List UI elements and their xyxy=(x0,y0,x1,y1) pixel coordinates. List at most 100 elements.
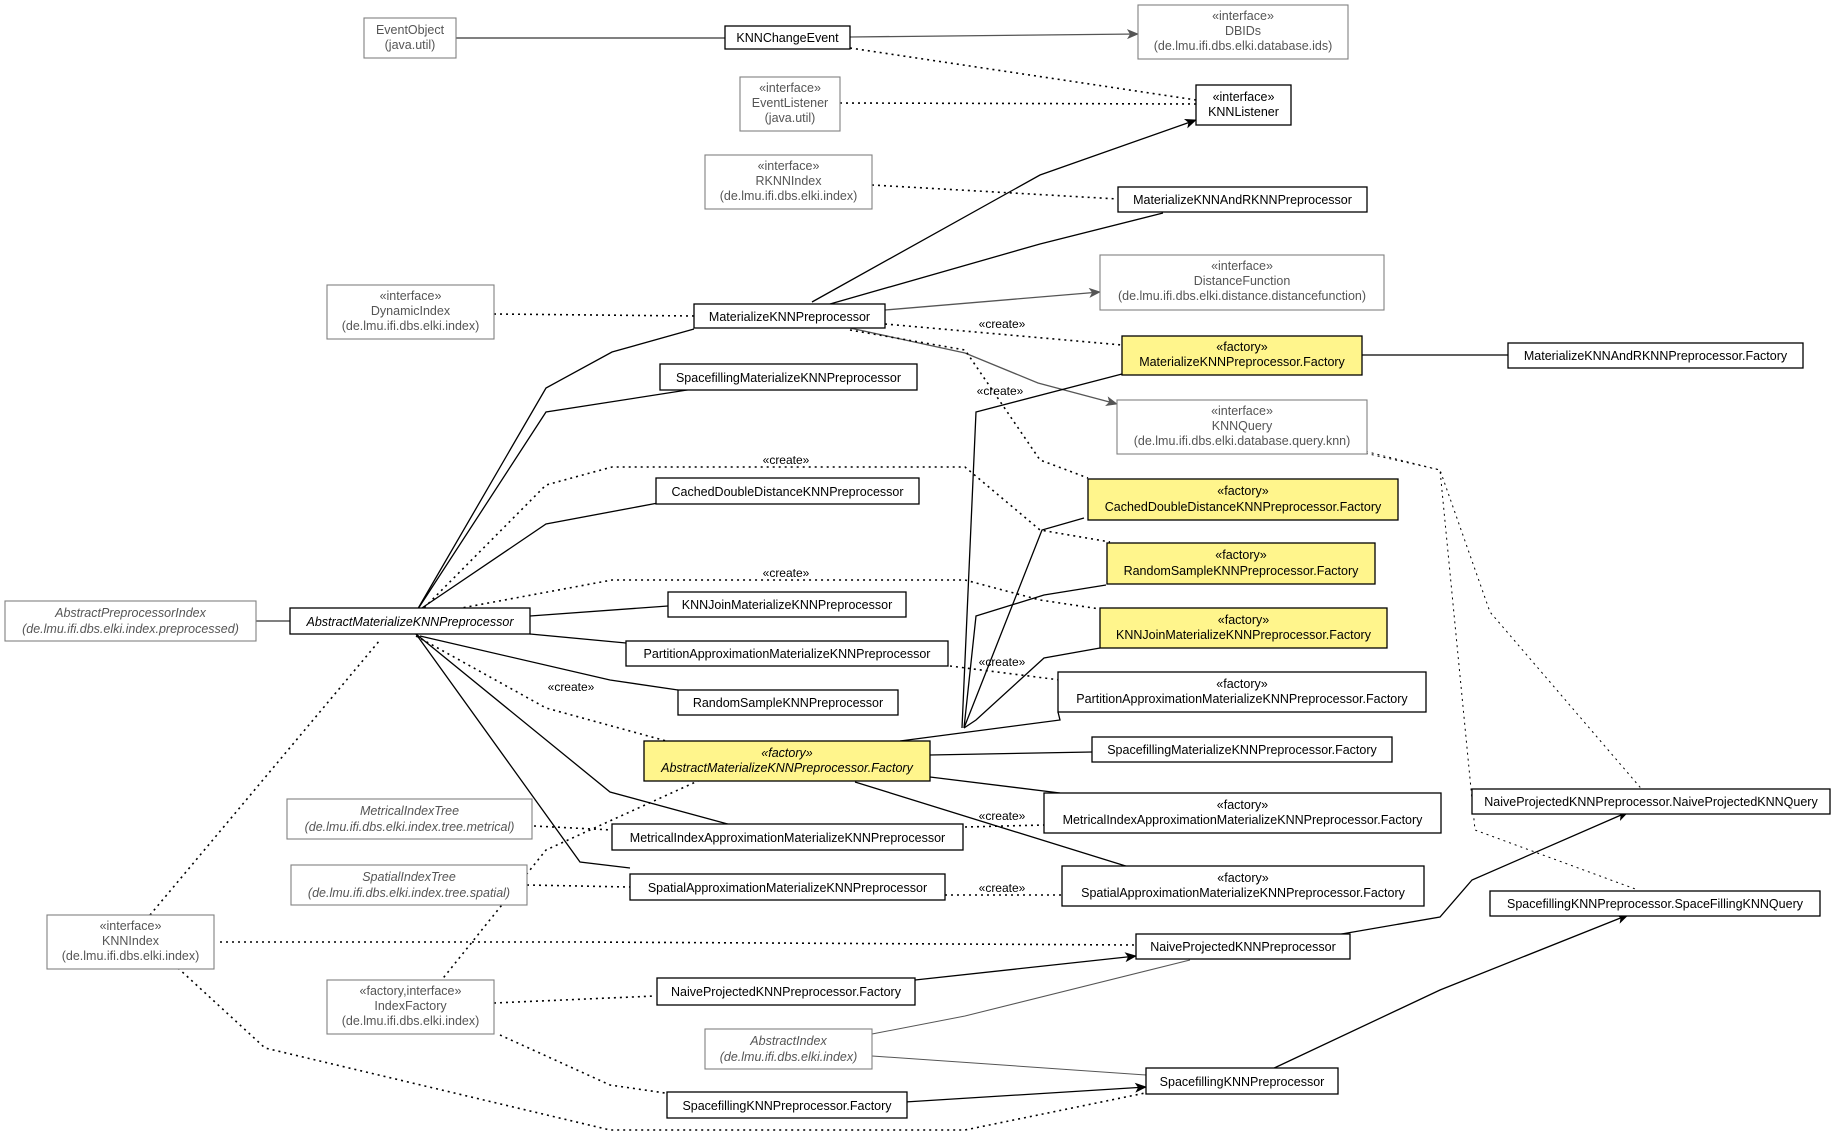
class-name: MaterializeKNNAndRKNNPreprocessor.Factor… xyxy=(1524,349,1788,363)
class-name: SpacefillingKNNPreprocessor.Factory xyxy=(682,1099,892,1113)
class-name: DynamicIndex xyxy=(371,304,451,318)
edge-indexfactory-naiveprojfactory xyxy=(493,995,656,1004)
edge-abstract-spatial xyxy=(415,633,631,869)
class-naiveprojectedknnpreprocessor-factory[interactable]: NaiveProjectedKNNPreprocessor.Factory xyxy=(656,977,916,1006)
edge-knnquery-naivequery xyxy=(1359,449,1646,794)
class-spacefillingmaterializeknnpreprocessor-factory[interactable]: SpacefillingMaterializeKNNPreprocessor.F… xyxy=(1091,736,1393,763)
class-name: CachedDoubleDistanceKNNPreprocessor.Fact… xyxy=(1105,500,1382,514)
class-name: MetricalIndexApproximationMaterializeKNN… xyxy=(1063,813,1424,827)
class-name: MetricalIndexTree xyxy=(360,804,459,818)
edge-materialize-cachedfactory xyxy=(849,329,1089,479)
factory-knnjoinmaterializeknnpreprocessor[interactable]: «factory» KNNJoinMaterializeKNNPreproces… xyxy=(1099,607,1388,649)
edge-abstractindex-spacefilling xyxy=(871,1055,1147,1076)
class-partitionapproximationmaterializeknnpreprocessor[interactable]: PartitionApproximationMaterializeKNNPrep… xyxy=(625,640,949,667)
edge-abstract-metrical xyxy=(415,633,736,827)
class-knnchangeevent[interactable]: KNNChangeEvent xyxy=(724,25,851,50)
factory-cacheddoubledistanceknnpreprocessor[interactable]: «factory» CachedDoubleDistanceKNNPreproc… xyxy=(1087,478,1399,521)
edge-labels: «create» «create» «create» «create» «cre… xyxy=(548,317,1026,895)
create-label: «create» xyxy=(979,655,1026,669)
interface-eventlistener[interactable]: «interface» EventListener (java.util) xyxy=(739,76,841,132)
create-label: «create» xyxy=(979,809,1026,823)
interface-knnindex[interactable]: «interface» KNNIndex (de.lmu.ifi.dbs.elk… xyxy=(46,914,215,970)
class-name: NaiveProjectedKNNPreprocessor.NaiveProje… xyxy=(1484,795,1818,809)
package-name: (de.lmu.ifi.dbs.elki.index) xyxy=(720,189,858,203)
class-name: DBIDs xyxy=(1225,24,1261,38)
stereotype: «interface» xyxy=(759,81,821,95)
edge-dynamicindex-materialize xyxy=(493,313,695,317)
stereotype: «interface» xyxy=(100,919,162,933)
class-materializeknnpreprocessor[interactable]: MaterializeKNNPreprocessor xyxy=(693,303,886,329)
package-name: (de.lmu.ifi.dbs.elki.database.query.knn) xyxy=(1134,434,1351,448)
class-name: KNNListener xyxy=(1208,105,1279,119)
class-name: MetricalIndexApproximationMaterializeKNN… xyxy=(630,831,945,845)
package-name: (de.lmu.ifi.dbs.elki.distance.distancefu… xyxy=(1118,289,1366,303)
edge-materialize-knnquery xyxy=(849,327,1118,407)
package-name: (de.lmu.ifi.dbs.elki.database.ids) xyxy=(1154,39,1333,53)
package-name: (de.lmu.ifi.dbs.elki.index) xyxy=(720,1050,858,1064)
interface-dynamicindex[interactable]: «interface» DynamicIndex (de.lmu.ifi.dbs… xyxy=(326,284,495,340)
class-spacefillingknnquery[interactable]: SpacefillingKNNPreprocessor.SpaceFilling… xyxy=(1489,890,1821,917)
class-spacefillingknnpreprocessor-factory[interactable]: SpacefillingKNNPreprocessor.Factory xyxy=(666,1091,908,1119)
stereotype: «factory» xyxy=(1217,871,1268,885)
interface-dbids[interactable]: «interface» DBIDs (de.lmu.ifi.dbs.elki.d… xyxy=(1137,4,1349,60)
stereotype: «factory» xyxy=(1216,340,1267,354)
class-metricalindexapproximationmaterializeknnpreprocessor-factory[interactable]: «factory» MetricalIndexApproximationMate… xyxy=(1043,792,1442,834)
factory-randomsampleknnpreprocessor[interactable]: «factory» RandomSampleKNNPreprocessor.Fa… xyxy=(1106,542,1376,585)
stereotype: «interface» xyxy=(1213,90,1275,104)
interface-rknnindex[interactable]: «interface» RKNNIndex (de.lmu.ifi.dbs.el… xyxy=(704,154,873,210)
class-knnjoinmaterializeknnpreprocessor[interactable]: KNNJoinMaterializeKNNPreprocessor xyxy=(667,591,907,618)
edge-abstract-cacheddouble xyxy=(415,502,659,613)
class-abstractmaterializeknnpreprocessor[interactable]: AbstractMaterializeKNNPreprocessor xyxy=(289,607,531,635)
interface-distancefunction[interactable]: «interface» DistanceFunction (de.lmu.ifi… xyxy=(1099,254,1385,311)
class-spacefillingmaterializeknnpreprocessor[interactable]: SpacefillingMaterializeKNNPreprocessor xyxy=(659,363,918,391)
edge-indexfactory-absfactory xyxy=(439,779,701,983)
class-materializeknnandrknnpreprocessor-factory[interactable]: MaterializeKNNAndRKNNPreprocessor.Factor… xyxy=(1507,342,1804,369)
class-abstractindex[interactable]: AbstractIndex (de.lmu.ifi.dbs.elki.index… xyxy=(704,1028,873,1070)
class-name: EventObject xyxy=(376,23,445,37)
class-name: AbstractMaterializeKNNPreprocessor xyxy=(305,615,514,629)
class-spatialapproximationmaterializeknnpreprocessor[interactable]: SpatialApproximationMaterializeKNNPrepro… xyxy=(629,873,946,901)
class-naiveprojectedknnpreprocessor[interactable]: NaiveProjectedKNNPreprocessor xyxy=(1135,933,1351,960)
edge-absfactory-randomfactory xyxy=(963,584,1107,729)
class-name: RandomSampleKNNPreprocessor.Factory xyxy=(1124,564,1360,578)
class-name: EventListener xyxy=(752,96,828,110)
stereotype: «factory» xyxy=(1217,798,1268,812)
edge-knnchangeevent-dbids xyxy=(849,29,1139,40)
edge-indexfactory-spacefillingfactory xyxy=(499,1034,666,1094)
class-metricalindextree[interactable]: MetricalIndexTree (de.lmu.ifi.dbs.elki.i… xyxy=(286,798,533,840)
stereotype: «interface» xyxy=(1211,259,1273,273)
class-abstractpreprocessorindex[interactable]: AbstractPreprocessorIndex (de.lmu.ifi.db… xyxy=(4,600,257,642)
class-cacheddoubledistanceknnpreprocessor[interactable]: CachedDoubleDistanceKNNPreprocessor xyxy=(655,477,920,505)
class-name: RandomSampleKNNPreprocessor xyxy=(693,696,883,710)
class-eventobject[interactable]: EventObject (java.util) xyxy=(363,17,457,59)
interface-indexfactory[interactable]: «factory,interface» IndexFactory (de.lmu… xyxy=(326,979,495,1035)
package-name: (java.util) xyxy=(385,38,436,52)
class-name: MaterializeKNNPreprocessor xyxy=(709,310,870,324)
class-spacefillingknnpreprocessor[interactable]: SpacefillingKNNPreprocessor xyxy=(1145,1067,1339,1095)
create-label: «create» xyxy=(979,317,1026,331)
create-label: «create» xyxy=(979,881,1026,895)
class-partitionapproximationmaterializeknnpreprocessor-factory[interactable]: «factory» PartitionApproximationMaterial… xyxy=(1057,671,1427,713)
edge-abstract-randomfactory-create xyxy=(439,579,1101,613)
factory-abstractmaterializeknnpreprocessor[interactable]: «factory» AbstractMaterializeKNNPreproce… xyxy=(643,740,931,782)
create-label: «create» xyxy=(548,680,595,694)
class-name: SpacefillingKNNPreprocessor xyxy=(1160,1075,1325,1089)
class-name: PartitionApproximationMaterializeKNNPrep… xyxy=(644,647,931,661)
interface-knnquery[interactable]: «interface» KNNQuery (de.lmu.ifi.dbs.elk… xyxy=(1116,399,1368,455)
edges xyxy=(149,29,1646,1131)
class-spatialindextree[interactable]: SpatialIndexTree (de.lmu.ifi.dbs.elki.in… xyxy=(290,864,528,906)
interface-knnlistener[interactable]: «interface» KNNListener xyxy=(1195,84,1292,126)
nodes: EventObject (java.util) KNNChangeEvent «… xyxy=(4,4,1831,1119)
class-metricalindexapproximationmaterializeknnpreprocessor[interactable]: MetricalIndexApproximationMaterializeKNN… xyxy=(611,823,964,851)
factory-materializeknnpreprocessor[interactable]: «factory» MaterializeKNNPreprocessor.Fac… xyxy=(1121,335,1363,376)
class-randomsampleknnpreprocessor[interactable]: RandomSampleKNNPreprocessor xyxy=(677,689,899,716)
class-spatialapproximationmaterializeknnpreprocessor-factory[interactable]: «factory» SpatialApproximationMaterializ… xyxy=(1061,865,1425,907)
class-name: KNNQuery xyxy=(1212,419,1273,433)
class-naiveprojectedknnquery[interactable]: NaiveProjectedKNNPreprocessor.NaiveProje… xyxy=(1471,788,1831,815)
edge-absfactory-partitionfactory xyxy=(899,711,1061,742)
class-name: AbstractPreprocessorIndex xyxy=(54,606,207,620)
edge-knnchangeevent-knnlistener xyxy=(849,47,1197,101)
package-name: (de.lmu.ifi.dbs.elki.index.tree.spatial) xyxy=(308,886,510,900)
edge-abstract-knnjoin xyxy=(529,605,669,617)
class-materializeknnandrknnpreprocessor[interactable]: MaterializeKNNAndRKNNPreprocessor xyxy=(1117,186,1368,213)
